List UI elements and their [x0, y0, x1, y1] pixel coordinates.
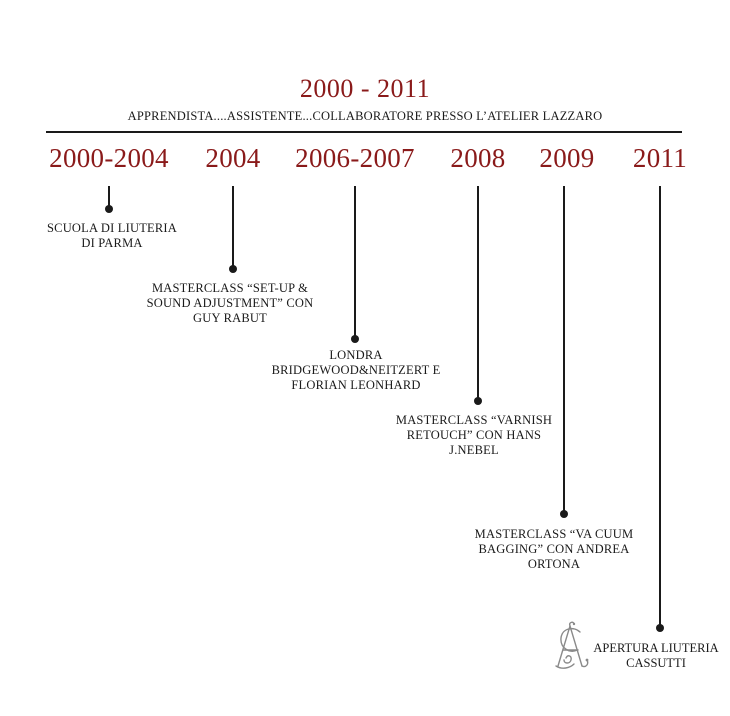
- event-label-vacuum: MASTERCLASS “VA CUUM BAGGING” CON ANDREA…: [474, 527, 634, 571]
- timeline-dot: [351, 335, 359, 343]
- timeline-stem: [108, 186, 110, 208]
- year-2009: 2009: [539, 143, 595, 173]
- event-label-varnish: MASTERCLASS “VARNISH RETOUCH” CON HANS J…: [395, 413, 553, 457]
- timeline-dot: [229, 265, 237, 273]
- timeline-title: 2000 - 2011: [299, 74, 431, 103]
- timeline-dot: [474, 397, 482, 405]
- year-2004: 2004: [205, 143, 261, 173]
- year-2011: 2011: [632, 143, 688, 173]
- timeline-stem: [232, 186, 234, 268]
- year-2008: 2008: [450, 143, 506, 173]
- timeline-subtitle: APPRENDISTA....ASSISTENTE...COLLABORATOR…: [127, 109, 603, 123]
- timeline-dot: [560, 510, 568, 518]
- timeline-stem: [659, 186, 661, 627]
- timeline-dot: [105, 205, 113, 213]
- event-label-londra: LONDRA BRIDGEWOOD&NEITZERT E FLORIAN LEO…: [271, 348, 441, 392]
- event-label-apertura: APERTURA LIUTERIA CASSUTTI: [593, 641, 719, 670]
- timeline-dot: [656, 624, 664, 632]
- monogram-logo-icon: [555, 621, 589, 669]
- event-label-parma: SCUOLA DI LIUTERIA DI PARMA: [47, 221, 177, 250]
- timeline-stem: [354, 186, 356, 338]
- event-label-setup: MASTERCLASS “SET-UP & SOUND ADJUSTMENT” …: [146, 281, 314, 325]
- timeline-stem: [477, 186, 479, 400]
- timeline-stem: [563, 186, 565, 513]
- year-2006-2007: 2006-2007: [295, 143, 415, 173]
- timeline-axis: [46, 131, 682, 133]
- year-2000-2004: 2000-2004: [49, 143, 169, 173]
